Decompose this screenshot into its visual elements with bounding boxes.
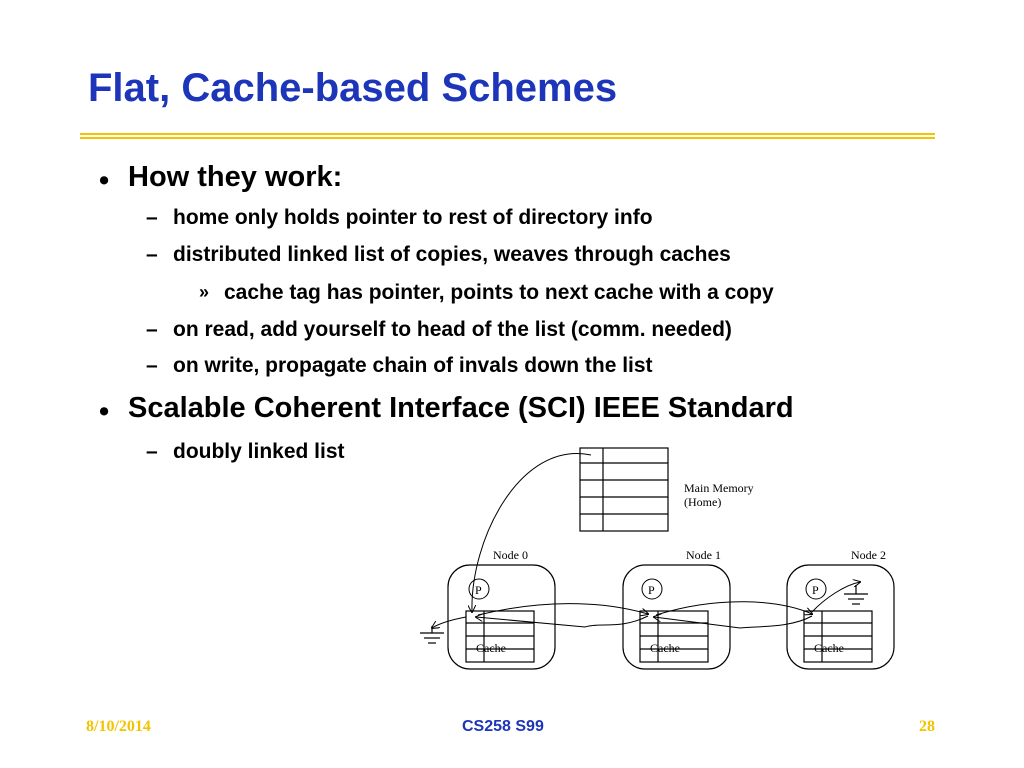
node-2: P Cache bbox=[786, 564, 895, 670]
chevron-marker: » bbox=[199, 282, 210, 302]
backward-pointer-2-1 bbox=[654, 616, 813, 629]
node-0-label: Node 0 bbox=[493, 548, 528, 562]
footer-course: CS258 S99 bbox=[462, 718, 544, 735]
node-2-null-pointer bbox=[811, 582, 860, 613]
memory-label-line2: (Home) bbox=[684, 495, 721, 509]
node-0-cache-table bbox=[465, 610, 535, 663]
title-rule-bottom bbox=[80, 137, 935, 139]
dash-marker: – bbox=[146, 440, 158, 463]
node-0-cache-label: Cache bbox=[476, 641, 506, 655]
node-0-null-pointer bbox=[432, 616, 467, 628]
bullet-marker: • bbox=[99, 165, 110, 197]
node-1-label: Node 1 bbox=[686, 548, 721, 562]
node-2-cache-label: Cache bbox=[814, 641, 844, 655]
home-head-pointer bbox=[472, 453, 592, 612]
memory-label-line1: Main Memory bbox=[684, 481, 754, 495]
linked-list-pointers bbox=[432, 453, 860, 628]
node-0-processor bbox=[468, 578, 490, 600]
bullet-sci-standard: Scalable Coherent Interface (SCI) IEEE S… bbox=[128, 392, 794, 424]
forward-pointer-1-2 bbox=[655, 601, 812, 616]
ground-icon bbox=[844, 585, 868, 605]
footer-date: 8/10/2014 bbox=[86, 718, 151, 735]
node-2-box bbox=[786, 564, 895, 670]
main-memory-table bbox=[579, 447, 669, 532]
sub-item-on-write: on write, propagate chain of invals down… bbox=[173, 354, 653, 377]
dash-marker: – bbox=[146, 354, 158, 377]
slide-title: Flat, Cache-based Schemes bbox=[88, 66, 618, 110]
bullet-how-they-work: How they work: bbox=[128, 161, 343, 193]
bullet-marker: • bbox=[99, 396, 110, 428]
node-2-processor bbox=[805, 578, 827, 600]
node-1-box bbox=[622, 564, 731, 670]
node-2-cache-table bbox=[803, 610, 873, 663]
dash-marker: – bbox=[146, 206, 158, 229]
dash-marker: – bbox=[146, 243, 158, 266]
node-0-box bbox=[447, 564, 556, 670]
forward-pointer-0-1 bbox=[477, 603, 648, 615]
footer-page-number: 28 bbox=[919, 718, 935, 735]
node-2-label: Node 2 bbox=[851, 548, 886, 562]
sub-item-doubly-linked: doubly linked list bbox=[173, 440, 345, 463]
node-2-processor-label: P bbox=[812, 583, 819, 597]
sub-item-on-read: on read, add yourself to head of the lis… bbox=[173, 318, 732, 341]
sub-item-home-pointer: home only holds pointer to rest of direc… bbox=[173, 206, 653, 229]
sub-sub-item-cache-tag: cache tag has pointer, points to next ca… bbox=[224, 281, 774, 304]
node-1-cache-table bbox=[639, 610, 709, 663]
node-1-processor bbox=[641, 578, 663, 600]
node-1: P Cache bbox=[622, 564, 731, 670]
node-0-processor-label: P bbox=[475, 583, 482, 597]
sub-item-linked-list: distributed linked list of copies, weave… bbox=[173, 243, 731, 266]
title-rule-top bbox=[80, 133, 935, 135]
backward-pointer-1-0 bbox=[476, 616, 649, 628]
node-0: P Cache bbox=[447, 564, 556, 670]
node-1-processor-label: P bbox=[648, 583, 655, 597]
ground-icon bbox=[420, 626, 444, 644]
dash-marker: – bbox=[146, 318, 158, 341]
node-1-cache-label: Cache bbox=[650, 641, 680, 655]
